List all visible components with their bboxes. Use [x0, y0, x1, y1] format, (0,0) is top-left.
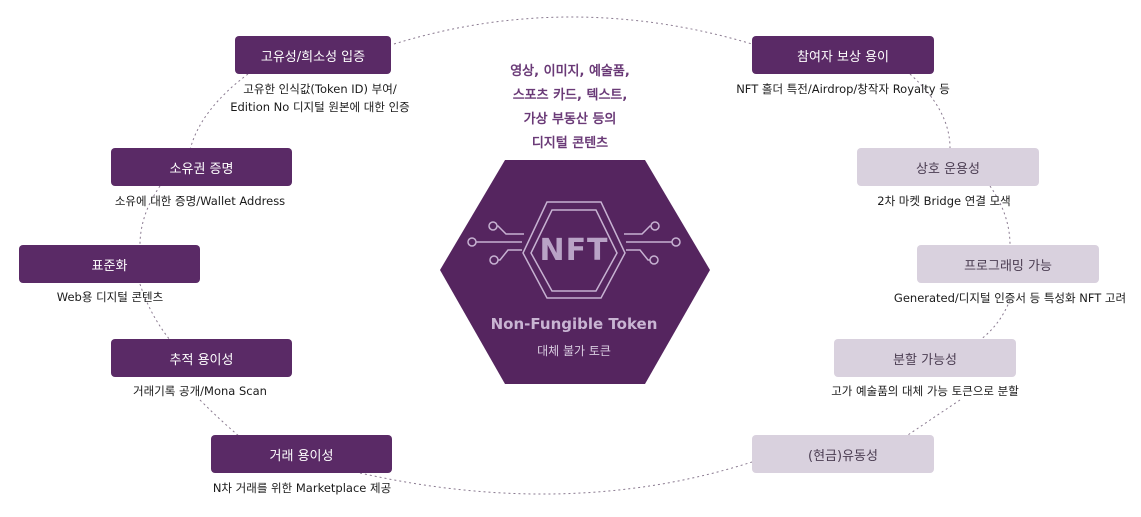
- feature-uniqueness: 고유성/희소성 입증: [235, 36, 391, 74]
- feature-label: 참여자 보상 용이: [797, 49, 889, 65]
- nft-label: NFT: [539, 233, 609, 268]
- desc-line: 고가 예술품의 대체 가능 토큰으로 분할: [831, 384, 1019, 398]
- feature-rewards-desc: NFT 홀더 특전/Airdrop/창작자 Royalty 등: [736, 80, 950, 98]
- feature-ownership-desc: 소유에 대한 증명/Wallet Address: [115, 192, 285, 210]
- feature-programmable: 프로그래밍 가능: [917, 245, 1099, 283]
- hexagon-title: Non-Fungible Token: [490, 315, 658, 333]
- feature-interoperability: 상호 운용성: [857, 148, 1039, 186]
- feature-uniqueness-desc: 고유한 인식값(Token ID) 부여/ Edition No 디지털 원본에…: [230, 80, 410, 116]
- feature-traceability-desc: 거래기록 공개/Mona Scan: [133, 382, 267, 400]
- center-line: 가상 부동산 등의: [523, 112, 617, 127]
- feature-label: (현금)유동성: [808, 448, 878, 464]
- desc-line: 고유한 인식값(Token ID) 부여/: [243, 82, 397, 96]
- feature-tradability-desc: N차 거래를 위한 Marketplace 제공: [213, 479, 391, 497]
- feature-label: 거래 용이성: [269, 448, 334, 464]
- desc-line: 거래기록 공개/Mona Scan: [133, 384, 267, 398]
- desc-line: Edition No 디지털 원본에 대한 인증: [230, 100, 410, 114]
- center-line: 영상, 이미지, 예술품,: [510, 64, 630, 79]
- feature-tradability: 거래 용이성: [211, 435, 392, 473]
- feature-liquidity: (현금)유동성: [752, 435, 934, 473]
- feature-label: 상호 운용성: [916, 161, 980, 177]
- center-line: 디지털 콘텐츠: [531, 136, 609, 151]
- feature-label: 고유성/희소성 입증: [260, 49, 366, 65]
- feature-programmable-desc: Generated/디지털 인증서 등 특성화 NFT 고려: [894, 289, 1126, 307]
- desc-line: Web용 디지털 콘텐츠: [56, 290, 164, 304]
- feature-traceability: 추적 용이성: [111, 339, 292, 377]
- desc-line: NFT 홀더 특전/Airdrop/창작자 Royalty 등: [736, 82, 950, 96]
- feature-divisibility: 분할 가능성: [834, 339, 1016, 377]
- feature-label: 표준화: [91, 258, 128, 274]
- desc-line: N차 거래를 위한 Marketplace 제공: [212, 481, 392, 495]
- center-content-description: 영상, 이미지, 예술품, 스포츠 카드, 텍스트, 가상 부동산 등의 디지털…: [510, 60, 630, 156]
- feature-ownership: 소유권 증명: [111, 148, 292, 186]
- feature-divisibility-desc: 고가 예술품의 대체 가능 토큰으로 분할: [831, 382, 1019, 400]
- feature-label: 프로그래밍 가능: [964, 258, 1052, 274]
- feature-rewards: 참여자 보상 용이: [752, 36, 934, 74]
- desc-line: Generated/디지털 인증서 등 특성화 NFT 고려: [893, 291, 1127, 305]
- feature-interoperability-desc: 2차 마켓 Bridge 연결 모색: [877, 192, 1011, 210]
- feature-label: 추적 용이성: [169, 352, 234, 368]
- hexagon-subtitle: 대체 불가 토큰: [537, 344, 611, 358]
- desc-line: 2차 마켓 Bridge 연결 모색: [877, 194, 1011, 208]
- center-line: 스포츠 카드, 텍스트,: [512, 88, 628, 103]
- desc-line: 소유에 대한 증명/Wallet Address: [114, 194, 286, 208]
- circuit-icon: [467, 201, 681, 299]
- feature-standardization-desc: Web용 디지털 콘텐츠: [57, 288, 163, 306]
- feature-standardization: 표준화: [19, 245, 200, 283]
- feature-label: 소유권 증명: [169, 161, 234, 177]
- feature-label: 분할 가능성: [893, 352, 957, 368]
